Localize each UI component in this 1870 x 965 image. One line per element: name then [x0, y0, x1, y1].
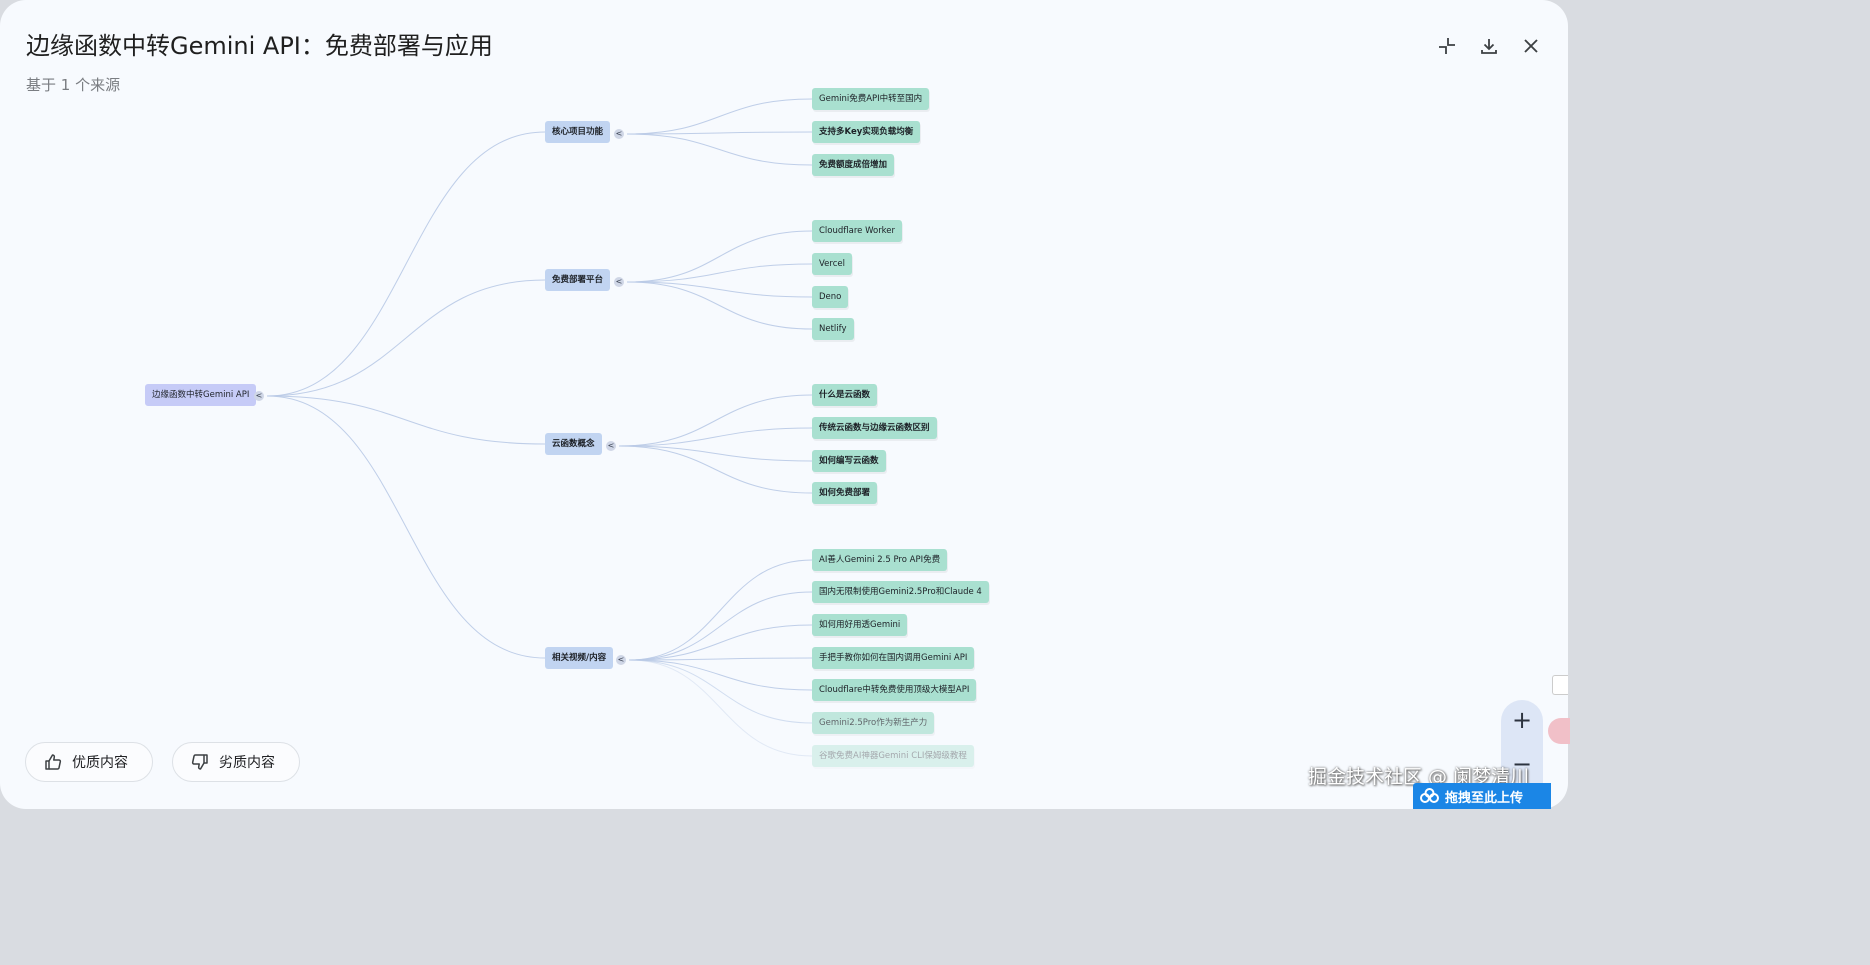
mindmap-connector [618, 445, 813, 462]
mindmap-connector [626, 263, 813, 283]
leaf-node[interactable]: Deno [812, 286, 849, 308]
mindmap-connector [628, 657, 813, 661]
mindmap-connector [628, 659, 813, 757]
leaf-node[interactable]: Cloudflare中转免费使用顶级大模型API [812, 679, 977, 701]
collapse-toggle[interactable]: < [614, 277, 624, 287]
leaf-node[interactable]: Gemini2.5Pro作为新生产力 [812, 712, 935, 734]
collapse-arrows-icon [1439, 38, 1455, 54]
mindmap-connectors [266, 98, 813, 757]
mindmap-connector [626, 133, 813, 166]
mindmap-connector [626, 281, 813, 330]
source-count: 基于 1 个来源 [26, 76, 121, 94]
thumbs-up-icon [45, 754, 62, 770]
mindmap-connector [626, 230, 813, 283]
leaf-node[interactable]: 如何免费部署 [812, 482, 878, 504]
collapse-toggle[interactable]: < [254, 391, 264, 401]
branch-node[interactable]: 免费部署平台 [545, 269, 611, 291]
close-icon [1524, 39, 1538, 53]
mindmap-connector [618, 427, 813, 447]
leaf-node[interactable]: 支持多Key实现负载均衡 [812, 121, 921, 143]
collapse-toggle[interactable]: < [616, 655, 626, 665]
mindmap-connector [266, 395, 546, 659]
collapse-toggle[interactable]: < [606, 441, 616, 451]
leaf-node[interactable]: 谷歌免费AI神器Gemini CLI保姆级教程 [812, 745, 974, 767]
branch-node[interactable]: 核心项目功能 [545, 121, 611, 143]
mindmap-root-node[interactable]: 边缘函数中转Gemini API [145, 384, 257, 406]
leaf-node[interactable]: 如何编写云函数 [812, 450, 886, 472]
branch-node[interactable]: 云函数概念 [545, 433, 602, 455]
leaf-node[interactable]: 如何用好用透Gemini [812, 614, 908, 636]
mindmap-connector [626, 281, 813, 298]
upload-label: 拖拽至此上传 [1445, 790, 1524, 806]
mindmap-connector [266, 131, 546, 397]
leaf-node[interactable]: Netlify [812, 318, 854, 340]
zoom-in-button[interactable]: + [1511, 706, 1533, 734]
upload-drop-target[interactable]: 拖拽至此上传 [1413, 783, 1551, 809]
collapse-toggle[interactable]: < [614, 129, 624, 139]
leaf-node[interactable]: 手把手教你如何在国内调用Gemini API [812, 647, 975, 669]
leaf-node[interactable]: 什么是云函数 [812, 384, 878, 406]
leaf-node[interactable]: 国内无限制使用Gemini2.5Pro和Claude 4 [812, 581, 989, 603]
download-button[interactable] [1476, 33, 1502, 59]
mindmap-connector [626, 98, 813, 135]
zoom-out-button[interactable]: − [1511, 750, 1533, 778]
mindmap-panel: 边缘函数中转Gemini API：免费部署与应用 基于 1 个来源 边缘函数中转… [0, 0, 1568, 809]
page-title: 边缘函数中转Gemini API：免费部署与应用 [26, 32, 493, 60]
mindmap-connector [628, 659, 813, 691]
branch-node[interactable]: 相关视频/内容 [545, 647, 614, 669]
mindmap-connector [266, 279, 546, 397]
mindmap-connector [628, 624, 813, 661]
watermark: 掘金技术社区 @ 阑梦清川 [1308, 766, 1530, 788]
mindmap-connector [628, 559, 813, 661]
good-content-button[interactable]: 优质内容 [25, 742, 153, 782]
leaf-node[interactable]: 传统云函数与边缘云函数区别 [812, 417, 937, 439]
mindmap-connector [628, 591, 813, 661]
leaf-node[interactable]: Gemini免费API中转至国内 [812, 88, 930, 110]
bad-content-button[interactable]: 劣质内容 [172, 742, 300, 782]
leaf-node[interactable]: 免费额度成倍增加 [812, 154, 895, 176]
cloud-icon [1420, 788, 1439, 803]
browser-extension-handle[interactable] [1552, 675, 1568, 695]
leaf-node[interactable]: Vercel [812, 253, 852, 275]
good-content-label: 优质内容 [72, 755, 128, 771]
collapse-button[interactable] [1434, 33, 1460, 59]
bad-content-label: 劣质内容 [219, 755, 275, 771]
thumbs-down-icon [191, 754, 208, 770]
leaf-node[interactable]: Cloudflare Worker [812, 220, 903, 242]
download-icon [1481, 39, 1497, 54]
mindmap-connector [618, 445, 813, 494]
close-button[interactable] [1518, 33, 1544, 59]
mindmap-connector [628, 659, 813, 724]
browser-extension-bubble[interactable] [1548, 718, 1570, 744]
mindmap-connector [626, 131, 813, 135]
mindmap-connector [266, 395, 546, 445]
leaf-node[interactable]: AI善人Gemini 2.5 Pro API免费 [812, 549, 948, 571]
mindmap-connector [618, 394, 813, 447]
